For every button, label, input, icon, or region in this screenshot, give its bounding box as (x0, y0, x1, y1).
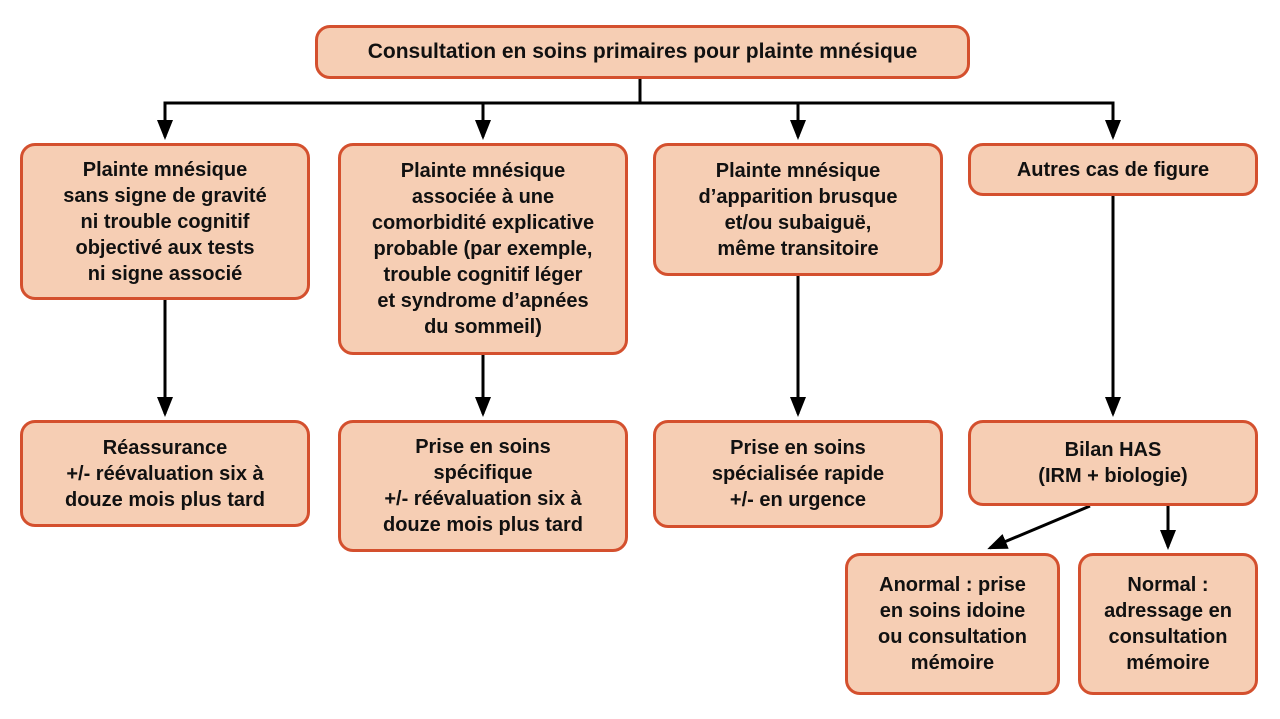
node-plainte-comorbidite: Plainte mnésique associée à une comorbid… (338, 143, 628, 355)
node-prise-soins-specialisee: Prise en soins spécialisée rapide +/- en… (653, 420, 943, 528)
node-anormal: Anormal : prise en soins idoine ou consu… (845, 553, 1060, 695)
node-plainte-brusque: Plainte mnésique d’apparition brusque et… (653, 143, 943, 276)
node-bilan-has: Bilan HAS (IRM + biologie) (968, 420, 1258, 506)
node-autres-cas: Autres cas de figure (968, 143, 1258, 196)
node-plainte-sans-gravite: Plainte mnésique sans signe de gravité n… (20, 143, 310, 300)
node-normal: Normal : adressage en consultation mémoi… (1078, 553, 1258, 695)
node-consultation-root: Consultation en soins primaires pour pla… (315, 25, 970, 79)
node-reassurance: Réassurance +/- réévaluation six à douze… (20, 420, 310, 527)
node-prise-soins-specifique: Prise en soins spécifique +/- réévaluati… (338, 420, 628, 552)
